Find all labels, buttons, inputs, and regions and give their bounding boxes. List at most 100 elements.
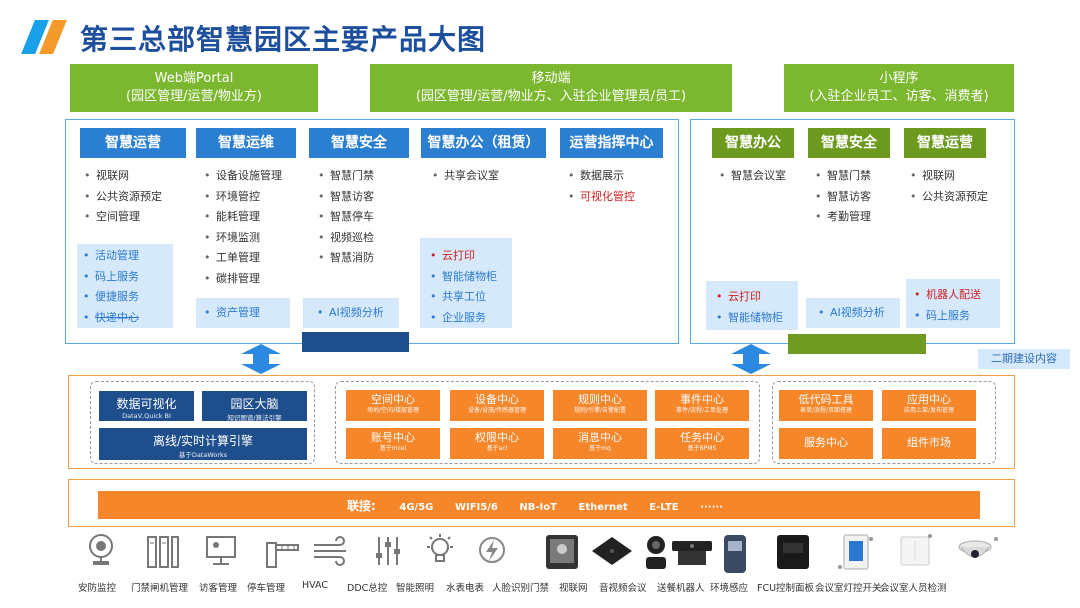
list-item: 码上服务 <box>81 267 173 288</box>
device-label: 停车管理 <box>247 583 286 594</box>
list-item: 码上服务 <box>912 306 1000 327</box>
header-mini-title: 小程序 <box>879 71 919 86</box>
operation-extra-box: 活动管理 码上服务 便捷服务 快递中心 <box>77 244 173 328</box>
protocol-label: ······ <box>700 502 723 513</box>
account-center-box: 账号中心 基于mcel <box>346 428 440 459</box>
list-item: 云打印 <box>428 246 512 267</box>
list-item: 环境监测 <box>202 228 282 249</box>
header-mobile-title: 移动端 <box>531 71 571 86</box>
list-item: 共享工位 <box>428 287 512 308</box>
list-item: 视联网 <box>82 166 162 187</box>
box-title: 空间中心 <box>371 393 415 406</box>
box-subtitle: DataV,Quick BI <box>122 412 171 420</box>
box-title: 组件市场 <box>907 436 951 449</box>
header-web-portal: Web端Portal (园区管理/运营/物业方) <box>70 64 318 112</box>
box-subtitle: 基于acl <box>486 445 508 452</box>
list-item: 环境管控 <box>202 187 282 208</box>
maintenance-list: 设备设施管理 环境管控 能耗管理 环境监测 工单管理 碳排管理 <box>202 166 282 289</box>
security-camera-icon <box>86 533 116 573</box>
module-smart-office-lease[interactable]: 智慧办公（租赁） <box>421 128 546 158</box>
device-label: FCU控制面板 <box>757 583 815 594</box>
maintenance-extra-box: 资产管理 <box>196 298 290 328</box>
device-label: 会议室灯控开关 <box>815 583 882 594</box>
box-subtitle: 应用上架/发布管理 <box>903 407 955 414</box>
mini-office-extra-box: 云打印 智能储物柜 <box>706 281 798 330</box>
mini-operation-list: 视联网 公共资源预定 <box>908 166 988 207</box>
video-network-box-icon <box>590 533 634 575</box>
device-label: 送餐机器人 <box>657 583 705 594</box>
office-list: 共享会议室 <box>430 166 499 187</box>
list-item: 公共资源预定 <box>908 187 988 208</box>
occupancy-sensor-icon <box>953 533 999 573</box>
box-subtitle: 基于DataWorks <box>178 451 228 459</box>
module-mini-smart-operation[interactable]: 智慧运营 <box>904 128 986 158</box>
list-item: 云打印 <box>714 287 798 308</box>
protocol-label: Ethernet <box>578 502 628 513</box>
device-label: 会议室人员检测 <box>880 583 947 594</box>
module-smart-operation[interactable]: 智慧运营 <box>80 128 186 158</box>
header-mobile: 移动端 (园区管理/运营/物业方、入驻企业管理员/员工) <box>370 64 732 112</box>
protocol-label: E-LTE <box>649 502 679 513</box>
list-item: 公共资源预定 <box>82 187 162 208</box>
mini-operation-extra-list: 机器人配送 码上服务 <box>906 279 1000 326</box>
header-web-subtitle: (园区管理/运营/物业方) <box>126 89 262 104</box>
delivery-robot-icon <box>670 533 714 575</box>
list-item: AI视频分析 <box>315 303 399 324</box>
double-arrow-icon <box>241 344 281 374</box>
module-smart-security[interactable]: 智慧安全 <box>309 128 409 158</box>
olive-marker-bar <box>788 334 926 354</box>
box-title: 服务中心 <box>804 436 848 449</box>
command-list: 数据展示 可视化管控 <box>566 166 635 207</box>
electric-meter-icon <box>476 533 508 573</box>
box-title: 消息中心 <box>578 431 622 444</box>
list-item: 共享会议室 <box>430 166 499 187</box>
device-center-box: 设备中心 设备/设施/传感器管理 <box>450 390 544 421</box>
device-label: 智能照明 <box>396 583 435 594</box>
list-item: 视联网 <box>908 166 988 187</box>
center-group <box>335 381 760 464</box>
security-extra-list: AI视频分析 <box>303 298 399 324</box>
app-center-box: 应用中心 应用上架/发布管理 <box>882 390 976 421</box>
list-item: 数据展示 <box>566 166 635 187</box>
header-web-title: Web端Portal <box>154 71 234 86</box>
box-title: 规则中心 <box>578 393 622 406</box>
list-item: 可视化管控 <box>566 187 635 208</box>
list-item: 智能储物柜 <box>428 267 512 288</box>
list-item: 视频巡检 <box>316 228 374 249</box>
data-visualization-box: 数据可视化 DataV,Quick BI <box>99 391 194 421</box>
list-item: 企业服务 <box>428 308 512 329</box>
list-item: 智慧停车 <box>316 207 374 228</box>
office-extra-list: 云打印 智能储物柜 共享工位 企业服务 <box>420 238 512 328</box>
device-label: 访客管理 <box>199 583 238 594</box>
mini-security-list: 智慧门禁 智慧访客 考勤管理 <box>813 166 871 228</box>
box-subtitle: 事件/流程/工单处理 <box>675 407 729 414</box>
list-item: 智慧访客 <box>316 187 374 208</box>
park-brain-box: 园区大脑 知识图谱/算法引擎 <box>202 391 307 422</box>
security-extra-box: AI视频分析 <box>303 298 399 328</box>
list-item: 机器人配送 <box>912 285 1000 306</box>
device-label: HVAC <box>302 580 328 591</box>
box-subtitle: 基于BPMS <box>687 445 717 452</box>
module-mini-smart-office[interactable]: 智慧办公 <box>712 128 794 158</box>
meeting-light-switch-icon <box>836 533 876 577</box>
visitor-monitor-icon <box>204 533 238 573</box>
message-center-box: 消息中心 基于mq <box>553 428 647 459</box>
box-title: 设备中心 <box>475 393 519 406</box>
data-group <box>90 381 315 464</box>
module-ops-command-center[interactable]: 运营指挥中心 <box>560 128 663 158</box>
connectivity-bar: 联接: 4G/5G WIFI5/6 NB-IoT Ethernet E-LTE … <box>98 491 980 519</box>
platform-frame <box>68 375 1015 469</box>
parking-barrier-icon <box>264 533 300 573</box>
list-item: 考勤管理 <box>813 207 871 228</box>
mini-office-extra-list: 云打印 智能储物柜 <box>706 281 798 328</box>
conference-camera-icon <box>638 533 674 577</box>
device-label: 门禁闸机管理 <box>131 583 189 594</box>
box-title: 数据可视化 <box>116 397 177 411</box>
mini-security-extra-list: AI视频分析 <box>806 298 900 324</box>
box-subtitle: 表单/流程/页面搭建 <box>799 407 853 414</box>
maintenance-extra-list: 资产管理 <box>196 298 290 324</box>
box-title: 权限中心 <box>475 431 519 444</box>
module-smart-maintenance[interactable]: 智慧运维 <box>196 128 296 158</box>
box-title: 离线/实时计算引擎 <box>152 434 254 448</box>
module-mini-smart-security[interactable]: 智慧安全 <box>808 128 890 158</box>
